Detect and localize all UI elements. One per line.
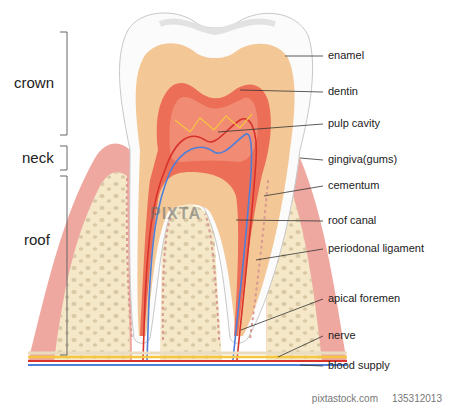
bone-left (54, 172, 130, 362)
leader-line (278, 336, 323, 357)
part-label: roof canal (328, 214, 376, 227)
part-label: nerve (328, 329, 356, 342)
part-label: dentin (328, 85, 358, 98)
leader-line (300, 158, 323, 160)
periodontal-ligament (250, 180, 268, 340)
nerve-fibres (175, 114, 252, 132)
leader-line (285, 56, 323, 57)
part-label: periodonal ligament (328, 242, 424, 255)
leader-line (240, 90, 323, 92)
leader-line (236, 220, 323, 221)
leader-line (256, 249, 323, 260)
part-label: gingiva(gums) (328, 153, 397, 166)
part-label: blood supply (328, 359, 390, 372)
periodontal-ligament (205, 214, 219, 340)
watermark: 135312013 (392, 393, 442, 405)
tooth-outline (119, 13, 312, 343)
enamel-shade (160, 22, 275, 32)
nerve-line (28, 356, 347, 358)
leader-line (264, 186, 323, 196)
gum-left (28, 144, 132, 362)
bone-left-cells (54, 172, 130, 362)
artery (143, 119, 256, 360)
bracket (60, 176, 67, 355)
part-label: enamel (328, 49, 364, 62)
periodontal-ligament (127, 178, 132, 340)
periodontal-ligament (163, 214, 172, 340)
dentin (136, 43, 295, 336)
vein (147, 134, 252, 360)
part-label: pulp cavity (328, 117, 380, 130)
bracket (60, 146, 67, 170)
leader-line (300, 365, 323, 366)
part-group-label: roof (24, 231, 50, 249)
bracket (60, 32, 67, 135)
part-label: cementum (328, 179, 379, 192)
base-line (28, 352, 347, 355)
leader-line (241, 299, 323, 330)
part-group-label: crown (14, 74, 54, 92)
watermark: PIXTA (150, 204, 201, 223)
watermark: pixtastock.com (312, 393, 378, 405)
leader-line (218, 124, 323, 132)
part-group-label: neck (22, 149, 54, 167)
vein-line (28, 364, 347, 366)
artery-line (28, 360, 347, 362)
part-label: apical foremen (328, 292, 400, 305)
